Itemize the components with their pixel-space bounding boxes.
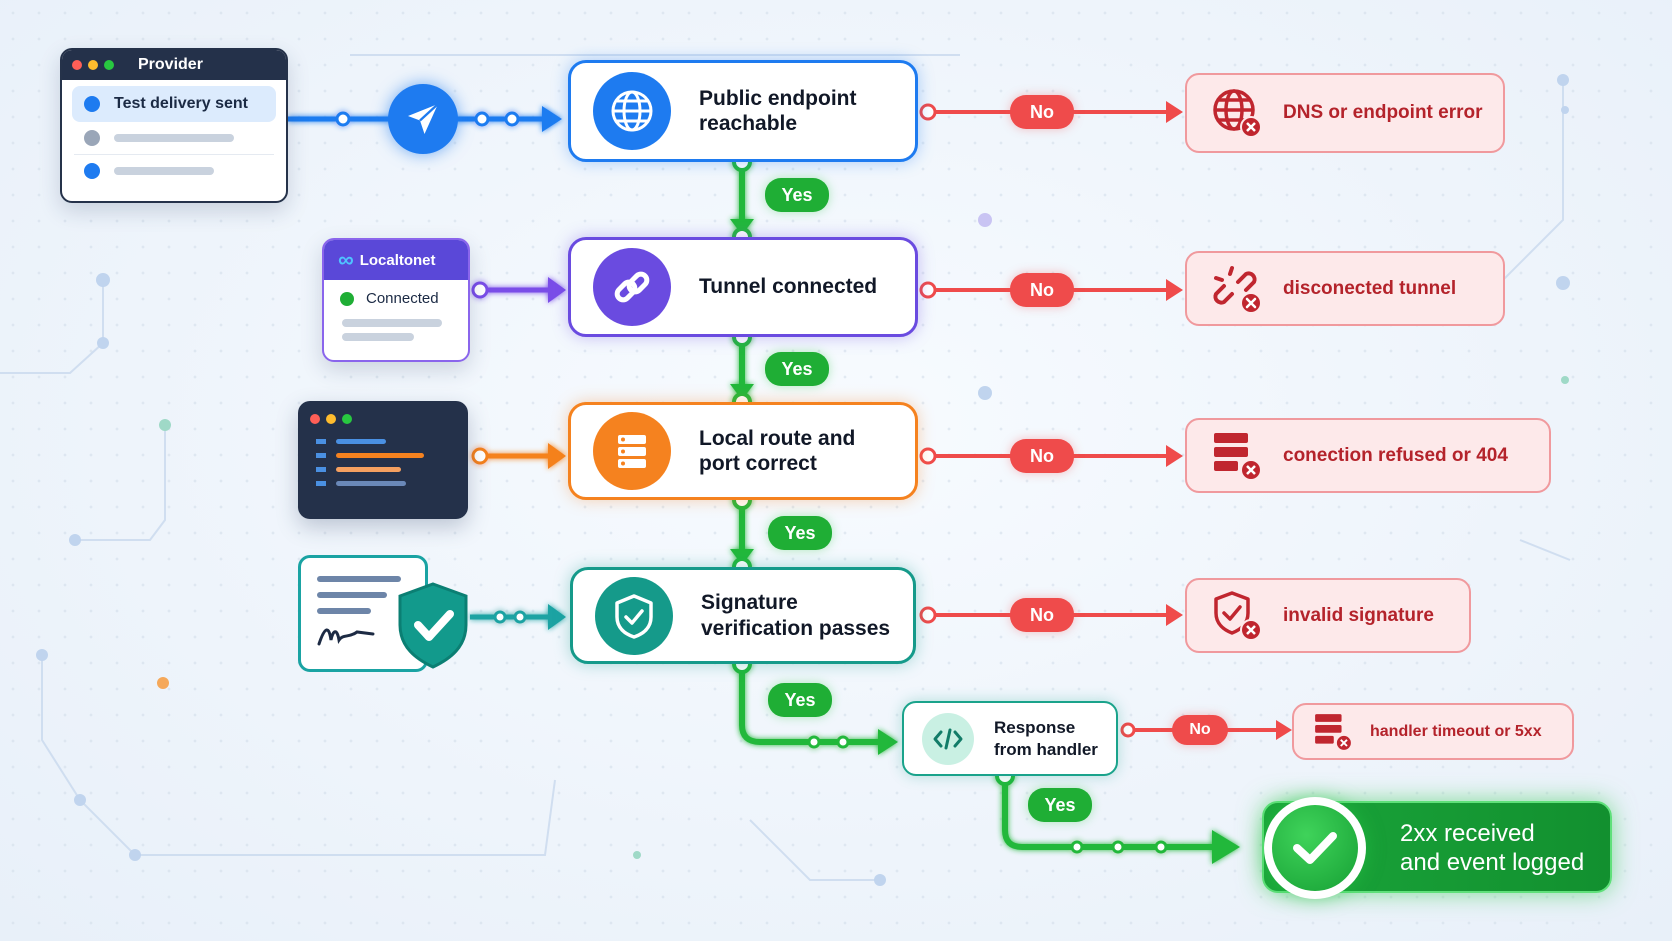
step-label: Public endpoint reachable: [699, 86, 857, 135]
no-badge: No: [1010, 439, 1074, 473]
step-public-endpoint[interactable]: Public endpoint reachable: [568, 60, 918, 162]
provider-selected-item[interactable]: Test delivery sent: [72, 86, 276, 122]
server-error-icon: [1312, 711, 1354, 753]
signature-icon: [317, 628, 375, 646]
failure-handler-timeout: handler timeout or 5xx: [1292, 703, 1574, 760]
step-label: Local route and port correct: [699, 426, 856, 475]
no-badge: No: [1172, 715, 1228, 745]
no-badge: No: [1010, 598, 1074, 632]
shield-error-icon: [1209, 588, 1265, 644]
close-dot: [72, 60, 82, 70]
status-dot-icon: [340, 291, 354, 306]
localtonet-status-label: Connected: [366, 290, 439, 307]
circuit-nodes: [36, 74, 1575, 886]
localtonet-brand: Localtonet: [359, 251, 436, 269]
tunnel-connector: [471, 277, 566, 303]
provider-item-label: Test delivery sent: [114, 95, 248, 112]
failure-label: invalid signature: [1283, 604, 1434, 626]
step-label: Signature verification passes: [701, 591, 891, 640]
failure-disconnected-tunnel: disconected tunnel: [1185, 251, 1505, 326]
globe-icon: [593, 72, 671, 150]
check-circle-icon: [1264, 797, 1366, 899]
localtonet-card: ∞ Localtonet Connected: [322, 238, 470, 362]
success-line-2: and event logged: [1400, 849, 1585, 877]
code-icon: [922, 712, 974, 765]
bullet-icon: [84, 96, 100, 112]
provider-placeholder-row: [72, 163, 276, 179]
handler-label: Response from handler: [994, 718, 1098, 759]
failure-label: conection refused or 404: [1283, 444, 1508, 466]
signature-connector: [470, 604, 566, 630]
yes-badge: Yes: [1028, 788, 1092, 822]
no-badge: No: [1010, 95, 1074, 129]
failure-label: handler timeout or 5xx: [1370, 722, 1542, 740]
send-icon: [388, 84, 458, 154]
failure-dns-error: DNS or endpoint error: [1185, 73, 1505, 153]
shield-check-icon: [396, 581, 470, 669]
failure-connection-refused: conection refused or 404: [1185, 418, 1551, 493]
success-line-1: 2xx received: [1400, 820, 1535, 847]
failure-invalid-signature: invalid signature: [1185, 578, 1471, 653]
globe-error-icon: [1209, 85, 1265, 141]
broken-link-icon: [1209, 261, 1265, 317]
route-connector: [471, 443, 566, 469]
code-lines: [298, 439, 468, 486]
localtonet-status: Connected: [324, 280, 468, 307]
infinity-icon: ∞: [338, 247, 354, 272]
step-handler-response[interactable]: Response from handler: [902, 701, 1118, 776]
yes-badge: Yes: [765, 178, 829, 212]
localtonet-header: ∞ Localtonet: [324, 240, 468, 280]
no-badge: No: [1010, 273, 1074, 307]
maximize-dot: [104, 60, 114, 70]
provider-title: Provider: [138, 56, 203, 73]
step-local-route[interactable]: Local route and port correct: [568, 402, 918, 500]
failure-label: disconected tunnel: [1283, 277, 1457, 299]
yes-badge: Yes: [768, 516, 832, 550]
step-label: Tunnel connected: [699, 275, 878, 299]
link-icon: [593, 248, 671, 326]
shield-check-icon: [595, 576, 673, 655]
step-signature-verification[interactable]: Signature verification passes: [570, 567, 916, 664]
minimize-dot: [88, 60, 98, 70]
provider-window: Provider Test delivery sent: [60, 48, 288, 203]
step-tunnel-connected[interactable]: Tunnel connected: [568, 237, 918, 337]
code-editor-window: [298, 401, 468, 519]
provider-titlebar: Provider: [62, 50, 286, 80]
server-error-icon: [1209, 428, 1265, 484]
provider-placeholder-row: [72, 130, 276, 146]
failure-label: DNS or endpoint error: [1283, 102, 1483, 123]
success-text: 2xx received and event logged: [1400, 819, 1584, 878]
server-icon: [593, 412, 671, 490]
yes-badge: Yes: [765, 352, 829, 386]
signed-document: [298, 555, 428, 672]
circuit-decoration: [0, 54, 1571, 881]
yes-badge: Yes: [768, 683, 832, 717]
